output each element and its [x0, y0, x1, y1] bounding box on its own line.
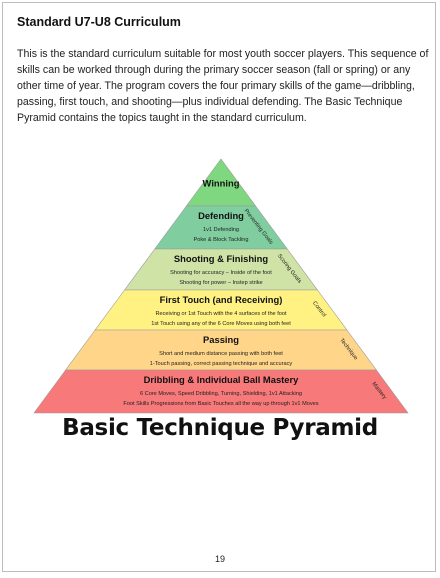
tier-title: Shooting & Finishing [174, 253, 269, 264]
tier-detail-line: 1v1 Defending [203, 227, 239, 233]
pyramid-tier-1: Winning [185, 158, 257, 207]
tier-detail-line: Shooting for accuracy – Inside of the fo… [170, 270, 272, 276]
tier-detail-line: 1st Touch using any of the 6 Core Moves … [151, 321, 291, 327]
pyramid-tier-6: Dribbling & Individual Ball Mastery 6 Cor… [33, 369, 409, 414]
tier-detail-line: Poke & Block Tackling [194, 237, 249, 243]
tier-detail-line: Foot Skills Progressions from Basic Touc… [123, 401, 318, 407]
tier-detail-line: 1-Touch passing, correct passing techniq… [150, 361, 293, 367]
intro-paragraph: This is the standard curriculum suitable… [17, 48, 429, 124]
tier-detail-line: 6 Core Moves, Speed Dribbling, Turning, … [140, 391, 302, 397]
tier-title: First Touch (and Receiving) [160, 294, 283, 305]
pyramid-caption: Basic Technique Pyramid [62, 415, 378, 441]
tier-detail-line: Receiving or 1st Touch with the 4 surfac… [155, 311, 287, 317]
tier-band [33, 369, 409, 414]
tier-detail-line: Short and medium distance passing with b… [159, 351, 283, 357]
tier-title: Passing [203, 334, 239, 345]
document-page: Standard U7-U8 Curriculum This is the st… [2, 2, 436, 572]
tier-title: Winning [203, 178, 240, 189]
tier-title: Dribbling & Individual Ball Mastery [144, 374, 299, 385]
page-number: 19 [214, 554, 225, 564]
tier-title: Defending [198, 210, 244, 221]
tier-detail-line: Shooting for power – Instep strike [179, 280, 262, 286]
section-heading: Standard U7-U8 Curriculum [17, 15, 181, 29]
pyramid-tier-4: First Touch (and Receiving) Receiving or … [94, 289, 348, 331]
